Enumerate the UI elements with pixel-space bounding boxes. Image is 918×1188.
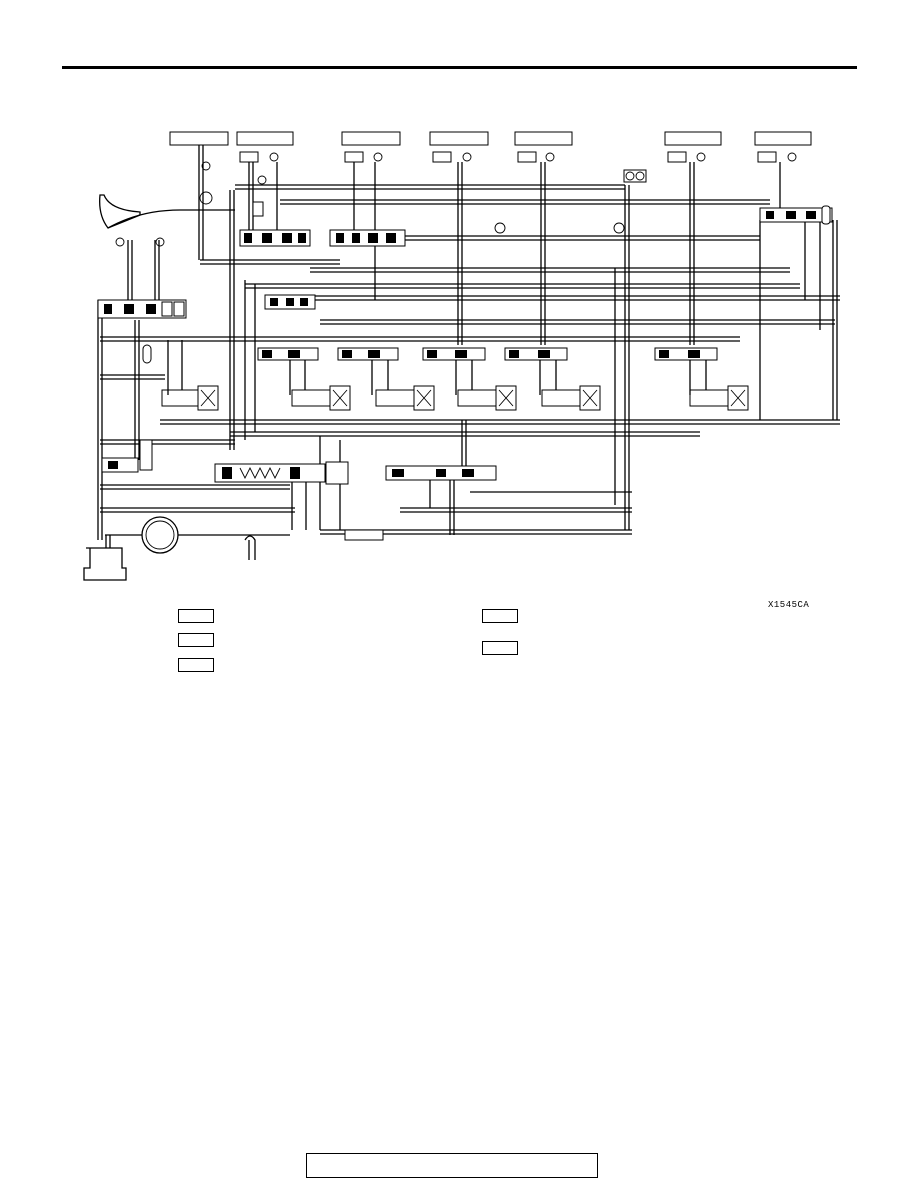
regulator-valve-left — [98, 300, 186, 363]
right-top-valve — [760, 206, 832, 224]
orifice-icons — [200, 192, 624, 233]
pressure-port-icon — [156, 238, 164, 246]
callout-box-1 — [170, 132, 228, 145]
figure-code: X1545CA — [768, 600, 810, 610]
pressure-port-icon — [697, 153, 705, 161]
left-verticals — [98, 190, 466, 540]
lower-valves — [102, 440, 496, 484]
pressure-port-icon — [270, 153, 278, 161]
top-callout-boxes — [170, 132, 811, 145]
filter-block — [345, 530, 383, 540]
pressure-port-icon — [788, 153, 796, 161]
right-collectors — [615, 185, 837, 530]
reservoir-icon — [100, 195, 235, 228]
legend-swatch-4 — [482, 609, 518, 623]
oil-pump-icon — [105, 517, 290, 553]
solenoid-station-6 — [162, 340, 218, 410]
header-rule — [62, 66, 857, 69]
callout-box-3 — [342, 132, 400, 145]
footer-box — [306, 1153, 598, 1178]
feed-lines — [199, 145, 780, 345]
callout-box-7 — [755, 132, 811, 145]
solenoid-stations — [162, 340, 748, 410]
solenoid-station-5 — [655, 348, 748, 410]
pressure-port-icon — [463, 153, 471, 161]
callout-box-4 — [430, 132, 488, 145]
solenoid-station-4 — [505, 348, 600, 410]
pressure-ports — [116, 153, 796, 246]
callout-box-5 — [515, 132, 572, 145]
solenoid-station-2 — [338, 348, 434, 410]
pressure-port-icon — [546, 153, 554, 161]
legend-swatch-2 — [178, 633, 214, 647]
upper-valve-bodies — [240, 176, 405, 309]
legend-swatch-3 — [178, 658, 214, 672]
solenoid-station-1 — [258, 348, 350, 410]
drain-icon — [245, 536, 255, 560]
callout-box-6 — [665, 132, 721, 145]
legend-swatch-1 — [178, 609, 214, 623]
callout-box-2 — [237, 132, 293, 145]
check-valve-heads — [240, 152, 776, 182]
solenoid-station-3 — [423, 348, 516, 410]
pressure-port-icon — [202, 162, 210, 170]
legend-swatch-5 — [482, 641, 518, 655]
pressure-port-icon — [374, 153, 382, 161]
hydraulic-circuit-diagram — [0, 0, 918, 700]
strainer-icon — [84, 548, 126, 580]
pressure-port-icon — [116, 238, 124, 246]
